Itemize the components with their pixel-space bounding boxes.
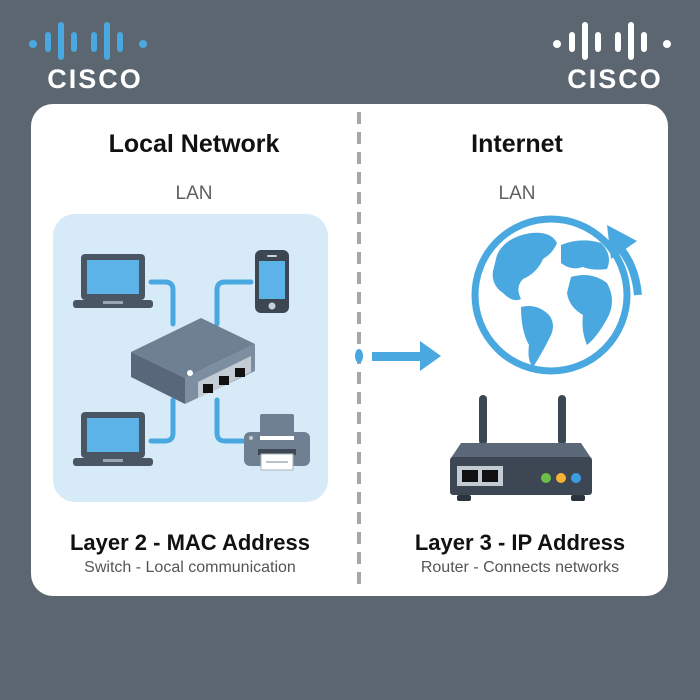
layer2-description: Switch - Local communication <box>84 559 296 576</box>
switch-icon <box>131 318 255 404</box>
lan-diagram <box>73 250 310 471</box>
cable-laptop-top <box>148 279 176 327</box>
local-network-subtitle: LAN <box>175 183 213 204</box>
arrow-right-icon <box>355 341 441 371</box>
local-network-title: Local Network <box>108 130 280 158</box>
laptop-icon <box>73 412 153 466</box>
cisco-bars-icon <box>553 22 671 60</box>
globe-icon <box>471 215 631 375</box>
layer3-title: Layer 3 - IP Address <box>414 530 626 555</box>
cable-laptop-bottom <box>148 397 176 444</box>
led-blue <box>571 473 581 483</box>
led-orange <box>556 473 566 483</box>
router-icon <box>450 395 592 501</box>
smartphone-icon <box>255 250 289 313</box>
cable-phone <box>214 279 254 327</box>
cisco-wordmark: CISCO <box>567 64 663 94</box>
cisco-logo-left: CISCO <box>25 18 165 94</box>
layer2-title: Layer 2 - MAC Address <box>69 530 311 555</box>
printer-icon <box>244 414 310 471</box>
cisco-logo-right: CISCO <box>545 18 685 94</box>
internet-title: Internet <box>471 130 563 158</box>
cisco-wordmark: CISCO <box>47 64 143 94</box>
cable-printer <box>214 397 246 444</box>
rotate-arrow-icon <box>607 225 642 296</box>
internet-diagram <box>355 215 642 501</box>
cisco-bars-icon <box>29 22 147 60</box>
led-green <box>541 473 551 483</box>
laptop-icon <box>73 254 153 308</box>
layer3-description: Router - Connects networks <box>420 559 620 576</box>
internet-subtitle: LAN <box>498 183 536 204</box>
